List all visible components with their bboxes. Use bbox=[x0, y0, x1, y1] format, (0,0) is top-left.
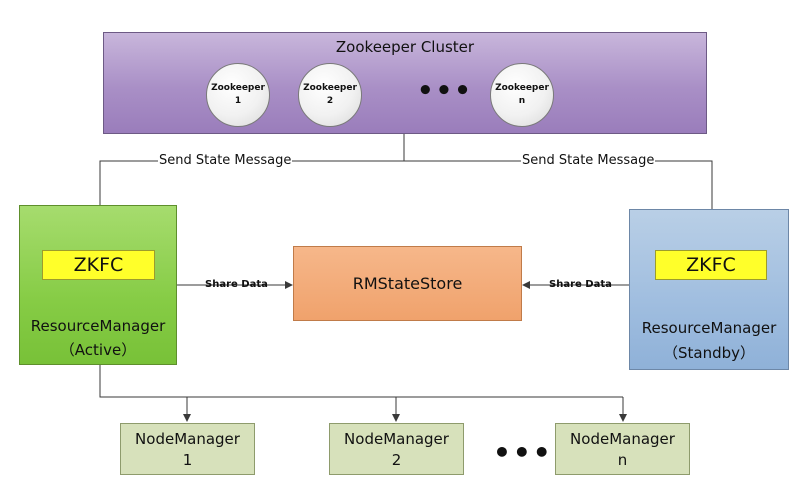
node-manager-index: n bbox=[617, 451, 628, 469]
resource-manager-standby-label: ResourceManager bbox=[641, 319, 777, 337]
zookeeper-node-name: Zookeeper bbox=[211, 83, 265, 93]
share-data-right-label: Share Data bbox=[549, 279, 612, 290]
node-manager-2: NodeManager 2 bbox=[329, 423, 464, 475]
rm-state-store: RMStateStore bbox=[293, 246, 522, 321]
zookeeper-node-index: 1 bbox=[234, 96, 242, 106]
zkfc-standby: ZKFC bbox=[655, 250, 767, 280]
zookeeper-node-index: 2 bbox=[326, 96, 334, 106]
resource-manager-active: ZKFC ResourceManager （Active） bbox=[19, 205, 177, 365]
resource-manager-active-state: （Active） bbox=[59, 341, 137, 359]
node-manager-1: NodeManager 1 bbox=[120, 423, 255, 475]
zkfc-active: ZKFC bbox=[42, 250, 155, 280]
resource-manager-standby-state: （Standby） bbox=[662, 344, 756, 362]
zookeeper-cluster-title: Zookeeper Cluster bbox=[335, 38, 475, 56]
zookeeper-node-n: Zookeeper n bbox=[490, 63, 554, 127]
zookeeper-ellipsis: ••• bbox=[417, 76, 473, 106]
resource-manager-standby: ZKFC ResourceManager （Standby） bbox=[629, 209, 789, 370]
zookeeper-node-2: Zookeeper 2 bbox=[298, 63, 362, 127]
node-manager-ellipsis: ••• bbox=[493, 436, 553, 469]
node-manager-name: NodeManager bbox=[570, 430, 675, 448]
node-manager-name: NodeManager bbox=[135, 430, 240, 448]
node-manager-index: 2 bbox=[391, 451, 402, 469]
send-state-right-label: Send State Message bbox=[521, 153, 656, 169]
zookeeper-node-index: n bbox=[518, 96, 526, 106]
zookeeper-node-1: Zookeeper 1 bbox=[206, 63, 270, 127]
node-manager-name: NodeManager bbox=[344, 430, 449, 448]
zookeeper-cluster: Zookeeper Cluster bbox=[103, 32, 707, 134]
zookeeper-node-name: Zookeeper bbox=[303, 83, 357, 93]
node-manager-n: NodeManager n bbox=[555, 423, 690, 475]
node-manager-index: 1 bbox=[182, 451, 193, 469]
active-to-nodes-line bbox=[99, 365, 623, 398]
send-state-left-label: Send State Message bbox=[158, 153, 293, 169]
resource-manager-active-label: ResourceManager bbox=[30, 317, 166, 335]
share-data-left-label: Share Data bbox=[205, 279, 268, 290]
zookeeper-node-name: Zookeeper bbox=[495, 83, 549, 93]
